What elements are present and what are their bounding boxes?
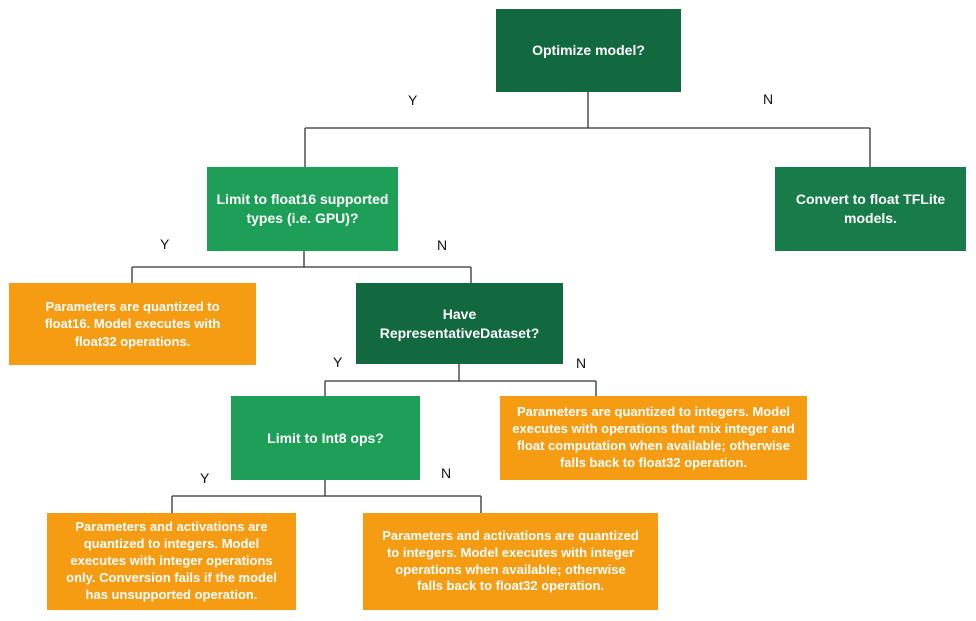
label-optimize-yes: Y xyxy=(408,92,418,108)
outcome-integer-fallback-text: Parameters and activations are quantized… xyxy=(382,527,639,594)
label-representative-no: N xyxy=(576,355,587,371)
decision-limit-float16-text: Limit to float16 supported types (i.e. G… xyxy=(216,191,389,226)
outcome-integer-only-text: Parameters and activations are quantized… xyxy=(66,519,277,602)
decision-optimize-model: Optimize model? xyxy=(496,9,681,92)
label-optimize-no: N xyxy=(763,91,774,107)
connector-int8 xyxy=(171,480,482,513)
label-float16-no: N xyxy=(437,237,448,253)
outcome-integer-fallback: Parameters and activations are quantized… xyxy=(363,513,658,610)
connector-float16 xyxy=(131,251,472,283)
label-float16-yes: Y xyxy=(160,236,170,252)
outcome-convert-float-text: Convert to float TFLite models. xyxy=(795,191,946,226)
outcome-float16-quantized: Parameters are quantized to float16. Mod… xyxy=(9,283,256,365)
outcome-mixed-integer-float: Parameters are quantized to integers. Mo… xyxy=(500,396,807,480)
decision-limit-int8: Limit to Int8 ops? xyxy=(231,396,420,480)
connector-representative xyxy=(324,364,597,396)
connector-optimize xyxy=(304,92,871,167)
label-representative-yes: Y xyxy=(333,354,343,370)
decision-limit-float16: Limit to float16 supported types (i.e. G… xyxy=(207,167,398,251)
decision-representative-dataset-text: Have RepresentativeDataset? xyxy=(379,305,540,341)
outcome-integer-only: Parameters and activations are quantized… xyxy=(47,513,296,610)
decision-representative-dataset: Have RepresentativeDataset? xyxy=(356,283,563,364)
outcome-convert-float: Convert to float TFLite models. xyxy=(775,167,966,251)
label-int8-yes: Y xyxy=(200,470,210,486)
label-int8-no: N xyxy=(441,465,452,481)
decision-optimize-model-text: Optimize model? xyxy=(532,42,645,59)
outcome-float16-quantized-text: Parameters are quantized to float16. Mod… xyxy=(44,298,221,349)
outcome-mixed-integer-float-text: Parameters are quantized to integers. Mo… xyxy=(512,404,795,470)
decision-limit-int8-text: Limit to Int8 ops? xyxy=(267,429,384,446)
